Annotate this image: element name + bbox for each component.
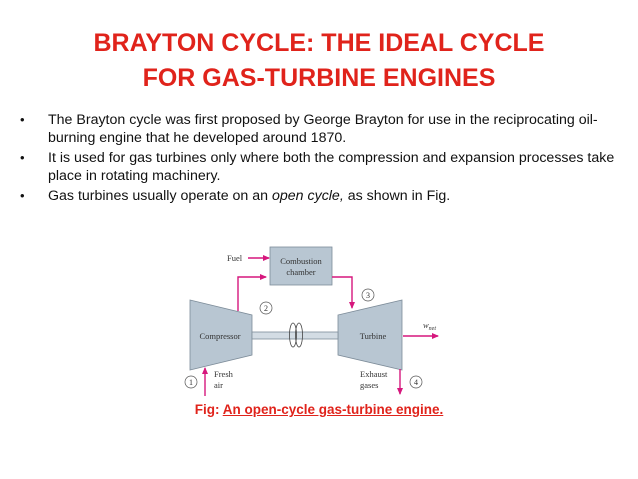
- combustion-chamber: [269, 246, 333, 286]
- bullet-text-after: as shown in Fig.: [343, 188, 451, 204]
- state-2-marker: [259, 301, 273, 315]
- state-4-marker: [409, 375, 423, 389]
- compressor-label: Compressor: [199, 331, 240, 341]
- bullet-item: • The Brayton cycle was first proposed b…: [18, 111, 618, 147]
- bullet-item: • Gas turbines usually operate on an ope…: [18, 187, 618, 205]
- caption-link[interactable]: An open-cycle gas-turbine engine.: [222, 402, 444, 417]
- state-1-label: 1: [189, 378, 193, 387]
- exhaust-label-2: gases: [360, 380, 378, 390]
- shaft-coupling: [289, 322, 297, 348]
- wnet-subscript: net: [429, 326, 437, 332]
- bullet-text-before: Gas turbines usually operate on an: [48, 188, 272, 204]
- exhaust-label-1: Exhaust: [360, 369, 388, 379]
- bullet-icon: •: [20, 150, 25, 165]
- turbine: [337, 299, 403, 371]
- slide-title: BRAYTON CYCLE: THE IDEAL CYCLE FOR GAS-T…: [0, 26, 638, 96]
- bullet-text: The Brayton cycle was first proposed by …: [48, 112, 598, 146]
- title-line-1: BRAYTON CYCLE: THE IDEAL CYCLE: [93, 29, 545, 57]
- bullet-icon: •: [20, 112, 25, 127]
- caption-prefix: Fig:: [194, 402, 223, 417]
- fuel-label: Fuel: [227, 253, 243, 263]
- bullet-text: It is used for gas turbines only where b…: [48, 150, 615, 184]
- shaft: [251, 331, 339, 340]
- bullet-item: • It is used for gas turbines only where…: [18, 149, 618, 185]
- bullet-icon: •: [20, 188, 25, 203]
- state-3-marker: [361, 288, 375, 302]
- fresh-air-label-2: air: [214, 380, 223, 390]
- combustion-label-1: Combustion: [280, 256, 322, 266]
- state-4-label: 4: [414, 378, 418, 387]
- title-line-2: FOR GAS-TURBINE ENGINES: [142, 64, 496, 92]
- figure-caption: Fig: An open-cycle gas-turbine engine.: [0, 402, 638, 417]
- gas-turbine-diagram: Combustion chamber Fuel Compressor Turbi…: [184, 246, 439, 396]
- state-1-marker: [184, 375, 198, 389]
- compressor: [189, 299, 253, 371]
- wnet-symbol: w: [423, 320, 429, 330]
- flow-arrow-2: [237, 274, 267, 311]
- turbine-label: Turbine: [360, 331, 387, 341]
- bullet-text-emphasis: open cycle,: [272, 188, 344, 204]
- fresh-air-label-1: Fresh: [214, 369, 234, 379]
- shaft-coupling: [295, 322, 303, 348]
- flow-arrow-3: [332, 276, 355, 309]
- bullet-list: • The Brayton cycle was first proposed b…: [18, 111, 618, 207]
- state-3-label: 3: [366, 291, 370, 300]
- wnet-label: wnet: [423, 320, 436, 332]
- state-2-label: 2: [264, 304, 268, 313]
- combustion-label-2: chamber: [286, 267, 315, 277]
